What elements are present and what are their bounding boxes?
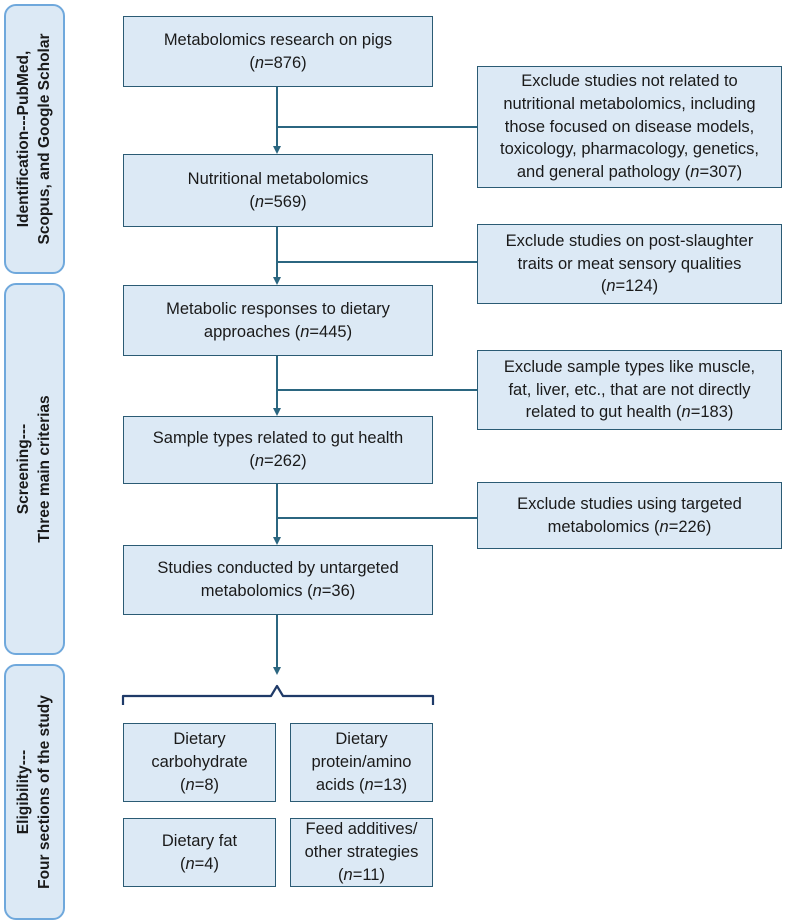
stage-identification-line1: Identification---PubMed, <box>14 50 32 228</box>
main-step-2-count: (n=569) <box>249 192 307 211</box>
exclusion-1-line4: toxicology, pharmacology, genetics, <box>500 140 759 159</box>
section-fat-count: (n=4) <box>179 854 219 873</box>
section-brace <box>121 684 435 705</box>
section-protein-count: acids (n=13) <box>315 775 408 794</box>
exclusion-3-count: related to gut health (n=183) <box>525 403 734 422</box>
section-protein-line2: protein/amino <box>311 753 412 772</box>
exclusion-box-2: Exclude studies on post-slaughter traits… <box>477 224 782 304</box>
main-step-4: Sample types related to gut health (n=26… <box>123 416 433 484</box>
exclusion-3-line1: Exclude sample types like muscle, <box>503 357 756 376</box>
exclusion-box-3: Exclude sample types like muscle, fat, l… <box>477 350 782 430</box>
exclusion-box-1: Exclude studies not related to nutrition… <box>477 66 782 188</box>
exclusion-4-count: metabolomics (n=226) <box>547 517 712 536</box>
main-step-1-title: Metabolomics research on pigs <box>163 30 393 49</box>
stage-identification-line2: Scopus, and Google Scholar <box>35 33 53 245</box>
stage-screening-line2: Three main criterias <box>35 395 53 543</box>
section-carbohydrate-line2: carbohydrate <box>151 753 248 772</box>
section-feed-additives-line1: Feed additives/ <box>305 820 418 839</box>
main-step-3-title: Metabolic responses to dietary <box>166 299 390 318</box>
main-step-2: Nutritional metabolomics (n=569) <box>123 154 433 227</box>
exclusion-2-line2: traits or meat sensory qualities <box>517 254 742 273</box>
main-step-3-count: approaches (n=445) <box>203 322 353 341</box>
section-fat-line1: Dietary fat <box>161 831 238 850</box>
main-step-5: Studies conducted by untargeted metabolo… <box>123 545 433 615</box>
section-carbohydrate: Dietary carbohydrate (n=8) <box>123 723 276 802</box>
exclusion-1-line1: Exclude studies not related to <box>521 72 738 91</box>
exclusion-1-count: and general pathology (n=307) <box>516 163 743 182</box>
exclusion-2-count: (n=124) <box>600 277 659 296</box>
main-step-3: Metabolic responses to dietary approache… <box>123 285 433 356</box>
stage-screening-line1: Screening--- <box>14 423 32 515</box>
exclusion-4-line1: Exclude studies using targeted <box>517 494 742 513</box>
main-step-2-title: Nutritional metabolomics <box>187 169 369 188</box>
exclusion-2-line1: Exclude studies on post-slaughter <box>505 231 754 250</box>
stage-eligibility-line2: Four sections of the study <box>35 695 53 889</box>
main-step-4-count: (n=262) <box>249 452 307 470</box>
exclusion-1-line3: those focused on disease models, <box>504 117 755 136</box>
stage-identification: Identification---PubMed, Scopus, and Goo… <box>4 4 65 274</box>
section-carbohydrate-count: (n=8) <box>180 775 219 794</box>
stage-eligibility: Eligibility--- Four sections of the stud… <box>4 664 65 920</box>
exclusion-box-4: Exclude studies using targeted metabolom… <box>477 482 782 549</box>
section-fat: Dietary fat (n=4) <box>123 818 276 887</box>
section-protein: Dietary protein/amino acids (n=13) <box>290 723 433 802</box>
main-step-5-count: metabolomics (n=36) <box>200 582 356 600</box>
section-feed-additives-line2: other strategies <box>304 843 419 862</box>
exclusion-1-line2: nutritional metabolomics, including <box>503 94 756 113</box>
main-step-5-title: Studies conducted by untargeted <box>157 559 399 578</box>
main-step-1: Metabolomics research on pigs (n=876) <box>123 16 433 87</box>
stage-eligibility-line1: Eligibility--- <box>14 749 32 835</box>
main-step-1-count: (n=876) <box>249 53 307 72</box>
section-carbohydrate-line1: Dietary <box>173 730 226 749</box>
stage-screening: Screening--- Three main criterias <box>4 283 65 655</box>
exclusion-3-line2: fat, liver, etc., that are not directly <box>508 380 751 399</box>
main-step-4-title: Sample types related to gut health <box>152 429 404 448</box>
section-protein-line1: Dietary <box>335 730 388 749</box>
section-feed-additives: Feed additives/ other strategies (n=11) <box>290 818 433 887</box>
section-feed-additives-count: (n=11) <box>338 865 385 884</box>
